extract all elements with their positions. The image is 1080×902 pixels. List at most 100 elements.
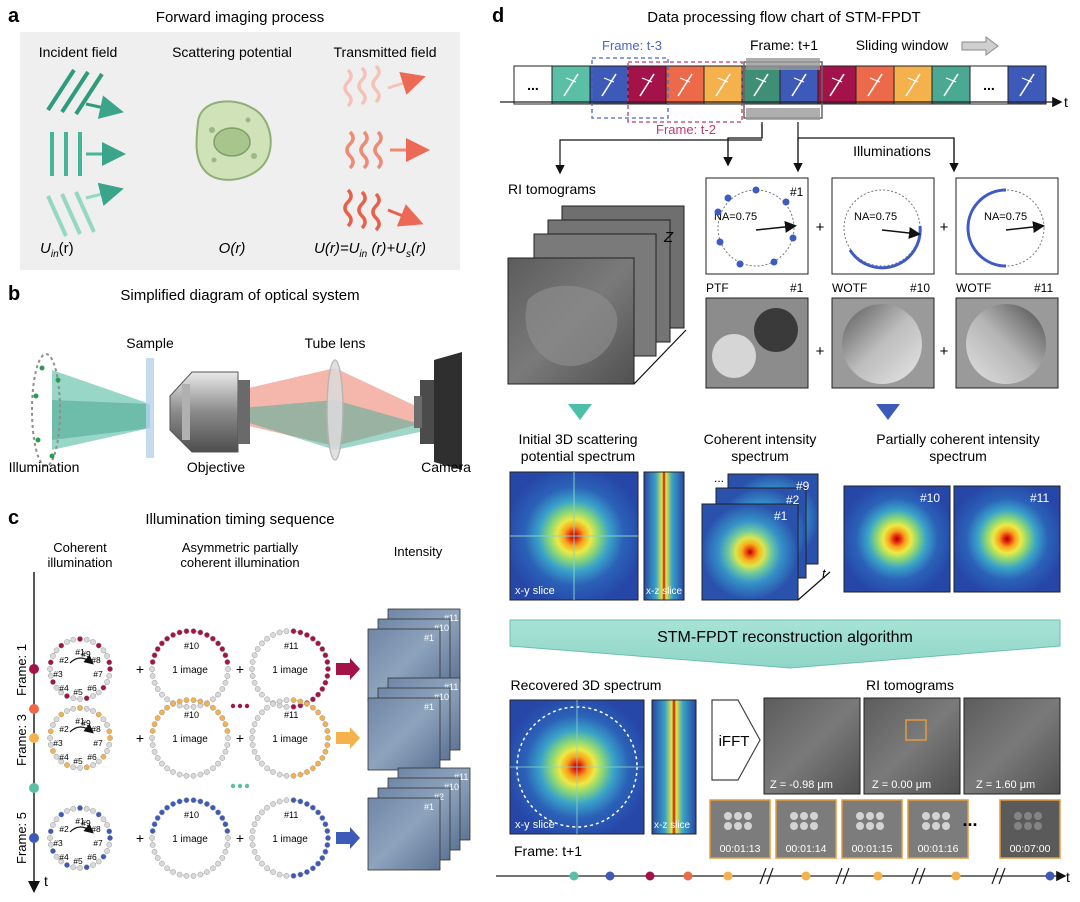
ring-dot	[95, 858, 102, 865]
partial-dot	[224, 828, 231, 834]
recovered-xz-slice-label: x-z slice	[654, 820, 691, 831]
ring-dot	[58, 642, 65, 649]
partial-dot	[290, 772, 297, 779]
partial-dot	[259, 760, 265, 767]
ring-dot	[90, 693, 96, 699]
partial-dot	[315, 709, 321, 716]
partial-dot	[190, 872, 197, 879]
window-t3	[591, 57, 669, 119]
partial-dot	[249, 673, 256, 679]
sliding-arrow-icon	[961, 36, 999, 56]
partial-dot	[149, 835, 155, 841]
partial-dot	[204, 801, 210, 807]
panel-c-letter: c	[8, 507, 19, 529]
frame-marker	[569, 871, 579, 881]
illumination-ring	[31, 353, 61, 467]
panel-b: b Simplified diagram of optical system S…	[8, 283, 471, 475]
one-image-label: 1 image	[172, 734, 208, 745]
z-value-2: Z = 0.00 μm	[872, 779, 931, 791]
label-camera: Camera	[421, 459, 471, 475]
plus-sign: +	[136, 830, 144, 846]
partial-dot	[259, 809, 265, 816]
label-illuminations: Illuminations	[853, 143, 931, 159]
ring-dot	[47, 735, 53, 741]
partial-dot	[249, 835, 255, 841]
plus-1: +	[816, 219, 825, 236]
frame-glyph	[907, 77, 919, 83]
ring-dot	[83, 636, 90, 643]
panel-b-title: Simplified diagram of optical system	[120, 287, 359, 304]
partial-dot	[151, 652, 158, 659]
partial-num: #11	[284, 810, 298, 820]
ring-dot	[47, 841, 54, 848]
label-sliding-window: Sliding window	[856, 37, 949, 53]
partial-dot	[270, 701, 276, 707]
na-label-10: NA=0.75	[854, 211, 897, 223]
ring-dot	[90, 762, 96, 768]
frame-label-5: Frame: 5	[14, 812, 29, 864]
partial-dot	[290, 697, 297, 704]
ring-dot	[104, 679, 110, 685]
ring-dot	[50, 722, 56, 728]
partial-dot	[315, 640, 321, 647]
partial-dot	[190, 772, 197, 779]
vesicle-dot	[922, 812, 930, 820]
ring-dot	[53, 816, 60, 823]
partial-dot	[251, 821, 258, 828]
ring-dot	[58, 711, 65, 718]
partial-dot	[283, 703, 290, 710]
partial-dot	[210, 704, 216, 711]
partial-dot	[190, 703, 197, 710]
partial-dot	[325, 666, 331, 672]
partial-dot	[276, 771, 283, 778]
wotf-10-image	[831, 297, 935, 389]
partial-dot	[249, 742, 256, 748]
tf-label-wotf-10: WOTF	[832, 281, 867, 295]
partial-dot	[264, 865, 270, 872]
vesicle-dot	[810, 812, 818, 820]
panel-c: c Illumination timing sequence Coherent …	[8, 507, 471, 893]
partial-dot	[319, 715, 326, 721]
intensity-frame	[367, 697, 441, 771]
partial-num: #10	[184, 641, 199, 651]
label-frame-bottom: Frame: t+1	[514, 843, 582, 859]
illum-num: #6	[87, 683, 97, 693]
partial-dot	[210, 804, 216, 811]
partial-dot	[264, 765, 270, 772]
partial-spectrum-11: #11	[953, 485, 1061, 593]
illum-num: #8	[91, 724, 101, 734]
col-intensity: Intensity	[394, 544, 443, 559]
illum-num: #2	[59, 724, 69, 734]
ring-dot	[100, 753, 107, 760]
ring-dot	[58, 858, 65, 865]
illum-num: #4	[59, 752, 69, 762]
partial-dot	[151, 679, 158, 686]
cell-graphic	[195, 100, 272, 181]
partial-dot	[197, 698, 204, 705]
axis-break	[766, 867, 774, 885]
down-arrow-teal	[568, 404, 592, 420]
partial-dot	[154, 715, 161, 721]
partial-dot	[251, 748, 258, 755]
partial-dot	[259, 860, 265, 867]
intensity-tag: #11	[444, 682, 458, 692]
partial-dot	[219, 686, 226, 692]
panel-d-axis-t: t	[1064, 94, 1068, 110]
ring-dot	[64, 862, 70, 868]
partial-dot	[219, 815, 226, 821]
vesicle-dot	[810, 822, 818, 830]
partial-dot	[297, 771, 304, 778]
partial-dot	[164, 696, 170, 703]
plus-sign: +	[236, 830, 244, 846]
window-t2	[627, 61, 743, 123]
partial-dot	[310, 765, 316, 772]
partial-dot	[319, 855, 326, 861]
vesicle-dot	[932, 812, 940, 820]
coherent-t-label: t	[822, 566, 827, 581]
partial-dot	[249, 659, 256, 665]
illum-num: #3	[53, 669, 63, 679]
ring-dot	[77, 805, 83, 811]
frame-marker-3	[29, 733, 39, 743]
partial-dot	[151, 748, 158, 755]
